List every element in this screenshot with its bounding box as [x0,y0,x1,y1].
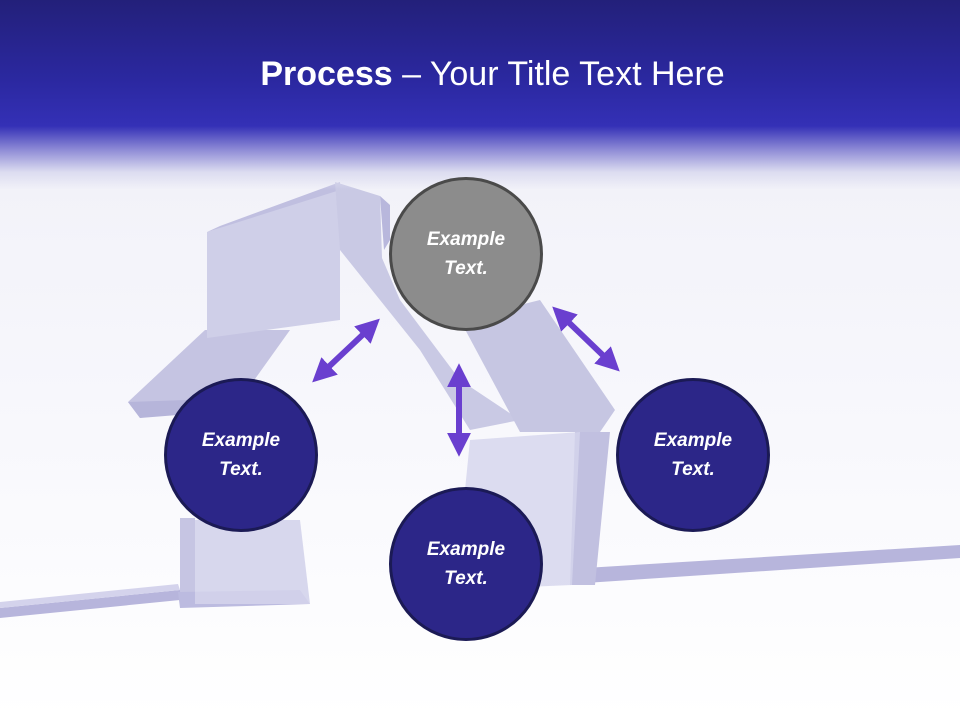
node-left: Example Text. [164,378,318,532]
arrow-top-left [312,318,380,383]
node-left-text: Example Text. [201,430,281,480]
node-bottom: Example Text. [389,487,543,641]
arrow-top-right [552,306,620,372]
node-bottom-text: Example Text. [426,539,506,589]
node-top-text: Example Text. [426,229,506,279]
title-bold: Process [260,55,393,93]
node-right: Example Text. [616,378,770,532]
slide-title: Process – Your Title Text Here [0,52,960,96]
title-rest: – Your Title Text Here [392,55,725,93]
node-top: Example Text. [389,177,543,331]
title-bar: Process – Your Title Text Here [0,0,960,190]
node-right-text: Example Text. [653,430,733,480]
